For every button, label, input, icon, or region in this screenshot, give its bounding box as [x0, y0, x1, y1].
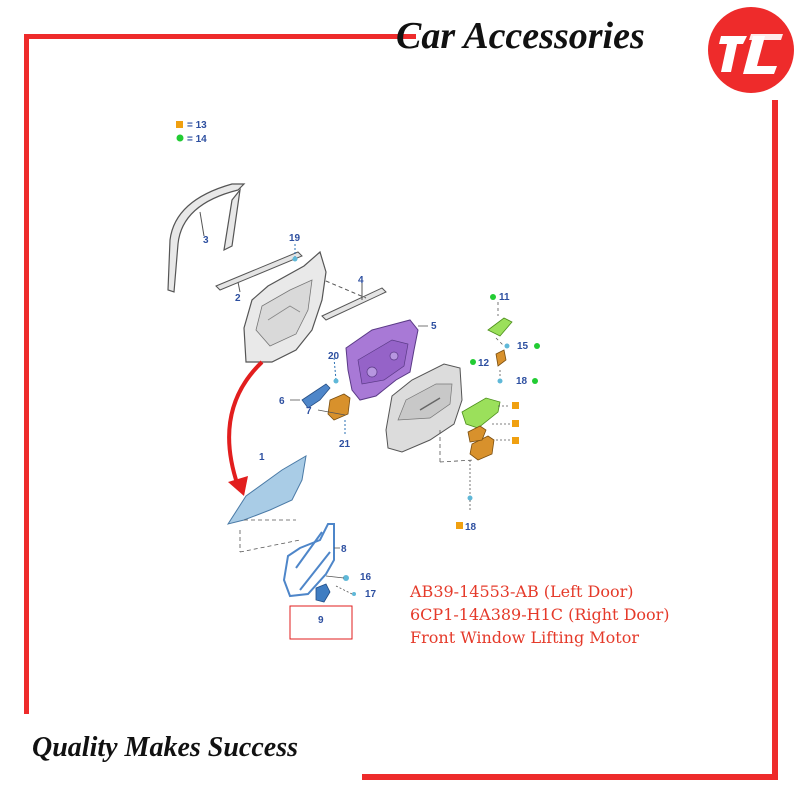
- frame-left-line: [24, 34, 29, 714]
- callout-6: 6: [279, 396, 285, 407]
- marker-13-b: [512, 420, 519, 427]
- callout-16: 16: [360, 572, 372, 583]
- part-12-bezel: [495, 349, 507, 367]
- brand-title: Car Accessories: [396, 15, 645, 57]
- part-6-bracket: [301, 383, 331, 409]
- product-info: AB39-14553-AB (Left Door) 6CP1-14A389-H1…: [410, 580, 670, 649]
- callout-18-bottom: 18: [465, 522, 477, 533]
- part-9-motor: [315, 583, 331, 603]
- marker-13-c: [512, 437, 519, 444]
- callout-5: 5: [431, 321, 437, 332]
- part-7-module: [327, 393, 351, 421]
- callout-21: 21: [339, 439, 351, 450]
- marker-14-p11: [490, 294, 496, 300]
- part-number-right: 6CP1-14A389-H1C (Right Door): [410, 605, 670, 624]
- frame-right-line: [772, 100, 778, 780]
- callout-15: 15: [517, 341, 529, 352]
- part-number-left: AB39-14553-AB (Left Door): [410, 582, 634, 601]
- callout-19: 19: [289, 233, 301, 244]
- marker-14-p15: [534, 343, 540, 349]
- product-description: Front Window Lifting Motor: [410, 628, 640, 647]
- legend-14-text: = 14: [187, 134, 207, 145]
- part-8-window-regulator: [282, 523, 340, 598]
- callout-4: 4: [358, 275, 364, 286]
- callout-7: 7: [306, 406, 312, 417]
- part-5-inner-panel: [345, 319, 419, 401]
- part-11-switch: [487, 317, 513, 337]
- door-trim-panel: [385, 363, 463, 453]
- part-2-belt-moulding: [215, 251, 303, 291]
- marker-13-d: [456, 522, 463, 529]
- legend-square-marker: [176, 121, 183, 128]
- marker-14-p12: [470, 359, 476, 365]
- switch-pack-large: [461, 397, 501, 429]
- callout-1: 1: [259, 452, 265, 463]
- marker-13-a: [512, 402, 519, 409]
- frame-top-line: [24, 34, 416, 39]
- callout-2: 2: [235, 293, 241, 304]
- legend-13-text: = 13: [187, 120, 207, 131]
- callout-12: 12: [478, 358, 490, 369]
- callout-9: 9: [318, 615, 324, 626]
- callout-11: 11: [499, 292, 510, 303]
- legend-circle-marker: [176, 134, 184, 142]
- callout-8: 8: [341, 544, 347, 555]
- part-9-highlight-box: [289, 605, 353, 640]
- callout-20: 20: [328, 351, 340, 362]
- red-arrow: [227, 360, 264, 487]
- frame-bottom-line: [362, 774, 778, 780]
- part-3-run-channel: [167, 183, 246, 293]
- marker-14-p18: [532, 378, 538, 384]
- brand-logo: JL: [708, 7, 794, 93]
- slogan: Quality Makes Success: [32, 732, 298, 763]
- part-1-window-glass: [226, 455, 307, 525]
- callout-17: 17: [365, 589, 377, 600]
- callout-18-top: 18: [516, 376, 528, 387]
- door-shell: [243, 250, 327, 363]
- callout-3: 3: [203, 235, 209, 246]
